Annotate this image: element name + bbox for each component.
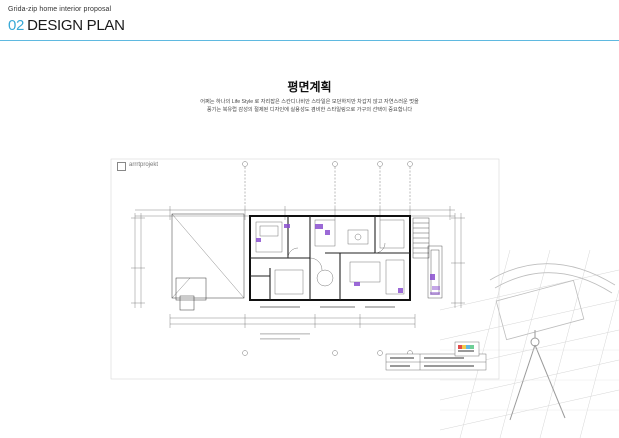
floor-plan-drawing bbox=[110, 158, 500, 380]
description-line-2: 풍기는 북유럽 감성의 절제된 디자인에 실용성도 겸비한 스타일링으로 가구의… bbox=[206, 107, 413, 113]
section-number: 02 bbox=[8, 17, 25, 34]
drawing-brand: arrrtprojekt bbox=[117, 161, 177, 173]
description-line-1: 어쩌는 하나의 Life Style 로 자리잡은 스칸디나비안 스타일은 모던… bbox=[200, 99, 419, 105]
blueprint-background-image bbox=[440, 250, 619, 438]
brand-logo-icon bbox=[117, 162, 126, 171]
brand-name: arrrtprojekt bbox=[129, 162, 159, 168]
plan-title: 평면계획 bbox=[287, 80, 332, 94]
proposal-subtitle: Grida-zip home interior proposal bbox=[8, 6, 112, 13]
section-title: DESIGN PLAN bbox=[27, 17, 125, 34]
header-divider bbox=[0, 40, 619, 41]
